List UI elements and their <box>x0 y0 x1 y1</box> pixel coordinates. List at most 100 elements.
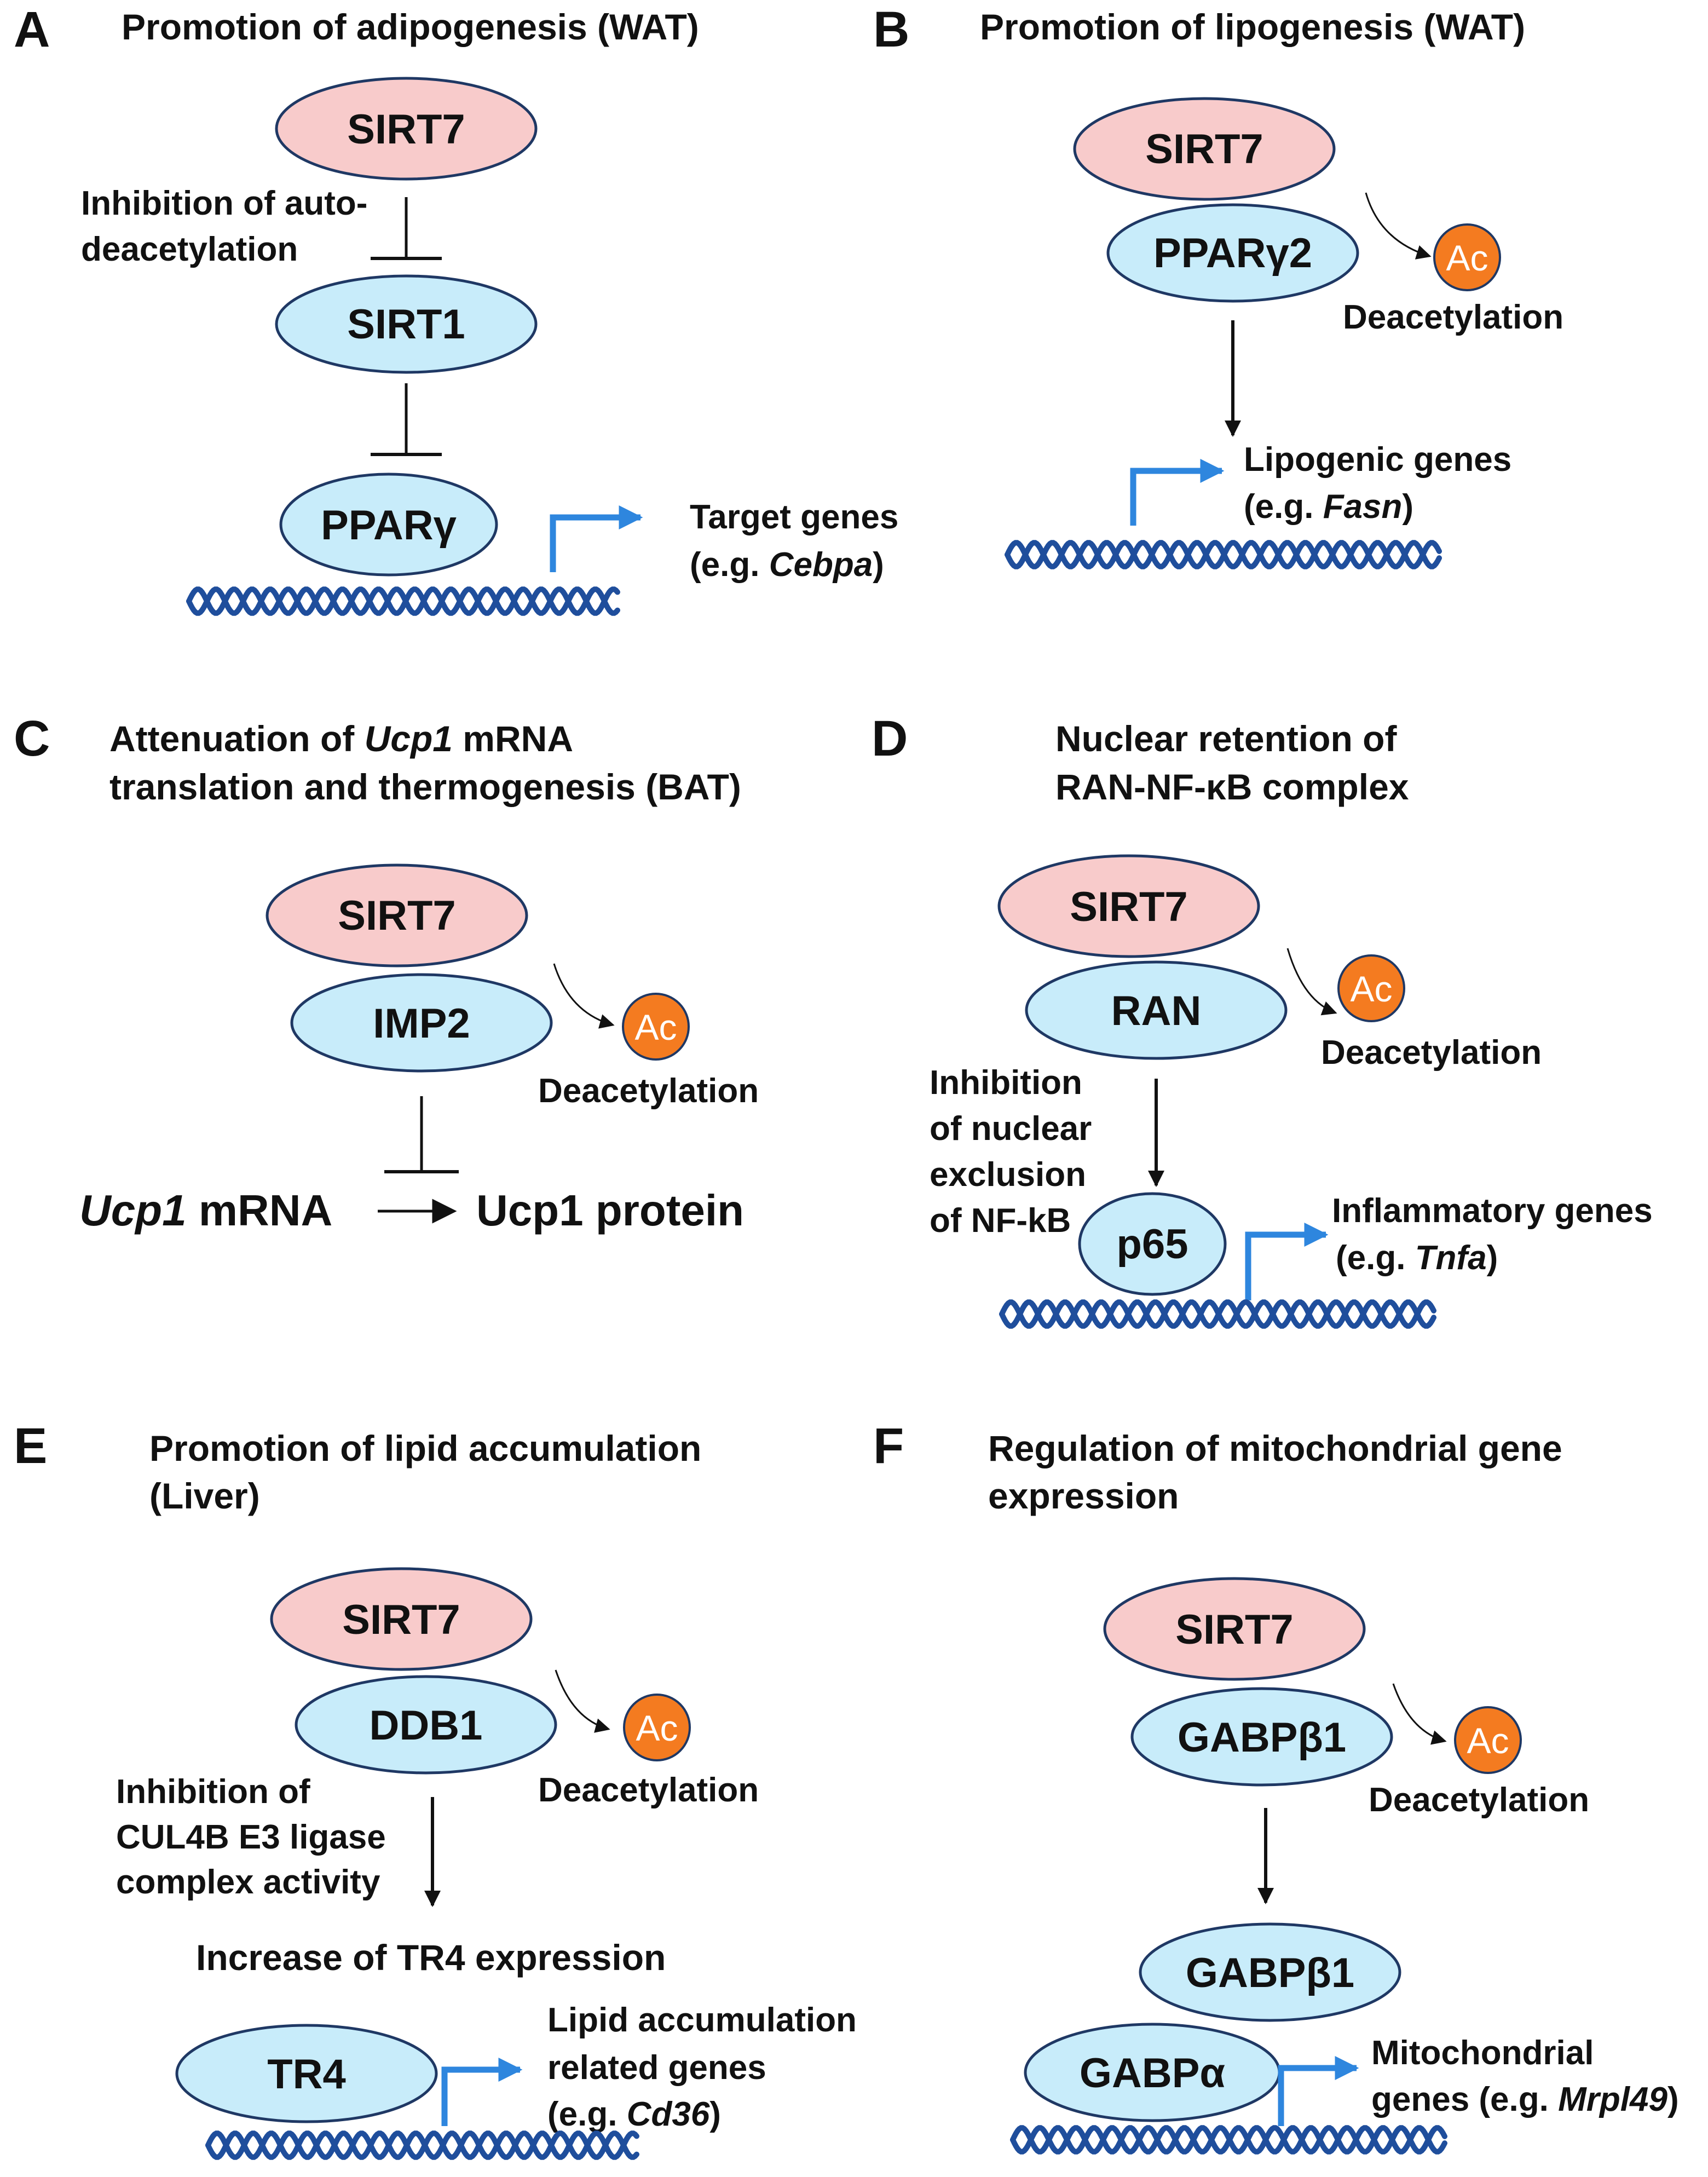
pparg-label: PPARγ <box>321 502 457 549</box>
mito-genes-line2: genes (e.g. Mrpl49) <box>1371 2081 1679 2118</box>
gabp-alpha-label: GABPα <box>1080 2050 1225 2097</box>
sirt7-node <box>270 1567 533 1671</box>
gabp-beta1-node <box>1130 1687 1393 1787</box>
inhibition-label-line4: of NF-kB <box>930 1202 1071 1240</box>
lipid-genes-line3: (e.g. Cd36) <box>547 2095 721 2133</box>
dna-helix-strand <box>186 586 620 616</box>
panel-c-title-line2: translation and thermogenesis (BAT) <box>109 767 741 807</box>
panel-letter-d: D <box>872 711 908 767</box>
deacetylation-label: Deacetylation <box>1369 1781 1589 1819</box>
panel-letter-b: B <box>873 2 909 57</box>
ran-label: RAN <box>1111 988 1202 1034</box>
inhibition-label-line2: CUL4B E3 ligase <box>116 1818 386 1856</box>
panel-d-title-line1: Nuclear retention of <box>1055 718 1397 759</box>
dna-strand <box>1010 2125 1447 2155</box>
inflammatory-genes-line1: Inflammatory genes <box>1332 1192 1653 1230</box>
panel-a: A Promotion of adipogenesis (WAT) SIRT7 … <box>14 2 898 616</box>
panel-f: F Regulation of mitochondrial gene expre… <box>873 1418 1679 2155</box>
acetyl-group-icon <box>1337 954 1405 1022</box>
inhibition-label-line1: Inhibition of <box>116 1773 310 1811</box>
sirt7-node <box>275 77 538 181</box>
ppar-gamma2-label: PPARγ2 <box>1153 230 1312 277</box>
imp2-node <box>290 973 553 1073</box>
panel-e: E Promotion of lipid accumulation (Liver… <box>14 1418 857 2160</box>
transcription-arrow <box>550 505 643 572</box>
panel-letter-e: E <box>14 1418 47 1474</box>
sirt7-node <box>1103 1577 1366 1681</box>
dna-helix-strand <box>1010 2125 1447 2155</box>
lipogenic-genes-line1: Lipogenic genes <box>1244 441 1511 479</box>
ppar-gamma2-node <box>1106 203 1359 303</box>
panel-letter-f: F <box>873 1418 904 1474</box>
ddb1-label: DDB1 <box>370 1702 483 1749</box>
acetyl-group-icon <box>1454 1706 1522 1774</box>
deacetylation-arrow <box>1392 1683 1447 1745</box>
deacetylation-arrow <box>555 1669 610 1733</box>
sirt7-label: SIRT7 <box>342 1597 460 1643</box>
inhibition-label-line3: exclusion <box>930 1156 1086 1194</box>
acetyl-group-icon <box>623 1694 691 1761</box>
inflammatory-genes-line2: (e.g. Tnfa) <box>1336 1239 1498 1277</box>
sirt7-node <box>1073 97 1336 201</box>
dna-strand <box>1005 540 1442 569</box>
panel-d-title-line2: RAN-NF-κB complex <box>1055 767 1409 807</box>
acetyl-label: Ac <box>634 1007 677 1047</box>
ucp1-protein-label: Ucp1 protein <box>476 1186 744 1235</box>
panel-c: C Attenuation of Ucp1 mRNA translation a… <box>14 711 759 1235</box>
increase-tr4-label: Increase of TR4 expression <box>196 1937 666 1978</box>
panel-e-title-line1: Promotion of lipid accumulation <box>149 1428 701 1468</box>
pparg-node <box>279 473 498 577</box>
deacetylation-label: Deacetylation <box>1343 298 1563 336</box>
ran-node <box>1025 960 1288 1060</box>
transcription-arrow <box>1278 2056 1359 2126</box>
inhibition-label-line2: deacetylation <box>81 231 298 268</box>
acetyl-label: Ac <box>1350 969 1392 1009</box>
inhibition-label-line3: complex activity <box>116 1863 380 1901</box>
transcription-arrow <box>1130 459 1225 526</box>
panel-f-title-line2: expression <box>988 1476 1179 1516</box>
deacetylation-arrow <box>1365 192 1432 260</box>
deacetylation-arrow <box>1286 948 1337 1016</box>
sirt7-label: SIRT7 <box>338 892 455 939</box>
target-genes-line1: Target genes <box>690 498 898 536</box>
tr4-node <box>175 2024 438 2123</box>
sirt1-node <box>275 274 538 374</box>
lipid-genes-line2: related genes <box>547 2049 766 2087</box>
transcription-arrow <box>1245 1223 1329 1300</box>
acetyl-group-icon <box>622 993 690 1061</box>
acetyl-label: Ac <box>1446 238 1488 278</box>
gabp-beta1-label: GABPβ1 <box>1186 1950 1354 1996</box>
dna-helix-strand <box>205 2130 639 2160</box>
panel-d: D Nuclear retention of RAN-NF-κB complex… <box>872 711 1653 1329</box>
inhibition-label-line2: of nuclear <box>930 1110 1092 1148</box>
deacetylation-arrow <box>553 963 615 1029</box>
panel-c-title-line1: Attenuation of Ucp1 mRNA <box>109 718 573 759</box>
lipogenic-genes-line2: (e.g. Fasn) <box>1244 488 1413 526</box>
dna-strand <box>186 586 620 616</box>
mito-genes-line1: Mitochondrial <box>1371 2034 1594 2072</box>
sirt7-label: SIRT7 <box>347 106 465 153</box>
acetyl-label: Ac <box>636 1708 678 1748</box>
transcription-arrow <box>441 2058 523 2126</box>
inhibition-label-line1: Inhibition <box>930 1064 1082 1102</box>
dna-helix-strand <box>1005 540 1442 569</box>
tr4-label: TR4 <box>267 2051 346 2098</box>
sirt7-node <box>266 863 528 967</box>
panel-a-title: Promotion of adipogenesis (WAT) <box>122 7 699 47</box>
imp2-label: IMP2 <box>373 1000 470 1047</box>
target-genes-line2: (e.g. Cebpa) <box>690 546 884 584</box>
panel-f-title-line1: Regulation of mitochondrial gene <box>988 1428 1562 1468</box>
panel-e-title-line2: (Liver) <box>149 1476 260 1516</box>
dna-strand <box>205 2130 639 2160</box>
p65-label: p65 <box>1117 1221 1188 1268</box>
deacetylation-label: Deacetylation <box>538 1072 759 1110</box>
dna-helix-strand <box>999 1299 1436 1329</box>
gabp-beta1-node <box>1139 1922 1401 2022</box>
panel-letter-c: C <box>14 711 50 767</box>
sirt7-label: SIRT7 <box>1175 1606 1293 1653</box>
panel-letter-a: A <box>14 2 50 57</box>
panel-b-title: Promotion of lipogenesis (WAT) <box>980 7 1525 47</box>
ucp1-mrna-label: Ucp1 mRNA <box>79 1186 332 1235</box>
sirt7-label: SIRT7 <box>1145 126 1263 172</box>
acetyl-label: Ac <box>1467 1720 1509 1761</box>
